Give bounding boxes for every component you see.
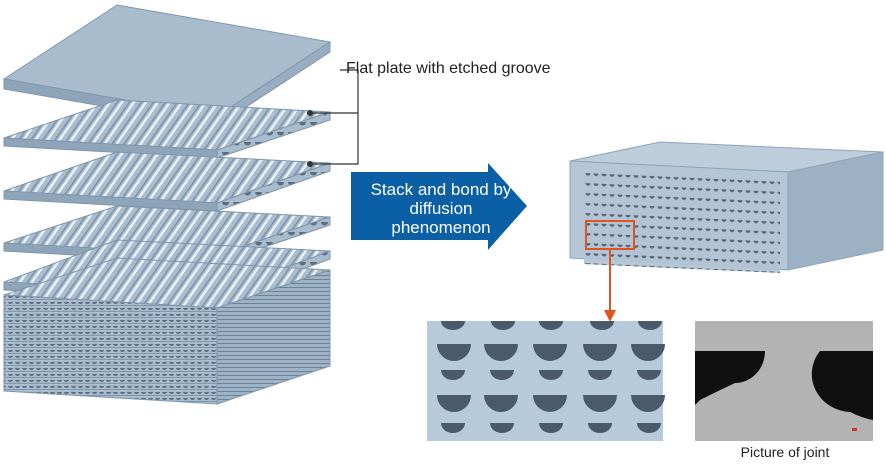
grooved-plate-1: [3, 99, 331, 159]
arrow-text-line-3: phenomenon: [391, 218, 491, 237]
channel-cross-section: [427, 321, 665, 441]
joint-photo: [695, 321, 873, 441]
groove-plate-label: Flat plate with etched groove: [346, 60, 551, 77]
process-arrow: [351, 163, 527, 250]
stacked-plate-block: [3, 257, 331, 405]
arrow-text-line-2: diffusion: [409, 199, 473, 218]
arrow-text: Stack and bond by diffusion phenomenon: [352, 180, 530, 237]
zoom-pointer-arrow: [604, 249, 616, 322]
bonded-block: [569, 141, 884, 273]
exploded-plate-stack: [2, 4, 332, 405]
grooved-plate-2: [3, 151, 331, 212]
groove-label-leader: [312, 69, 359, 165]
arrow-text-line-1: Stack and bond by: [370, 180, 512, 199]
joint-photo-caption: Picture of joint: [740, 444, 830, 460]
